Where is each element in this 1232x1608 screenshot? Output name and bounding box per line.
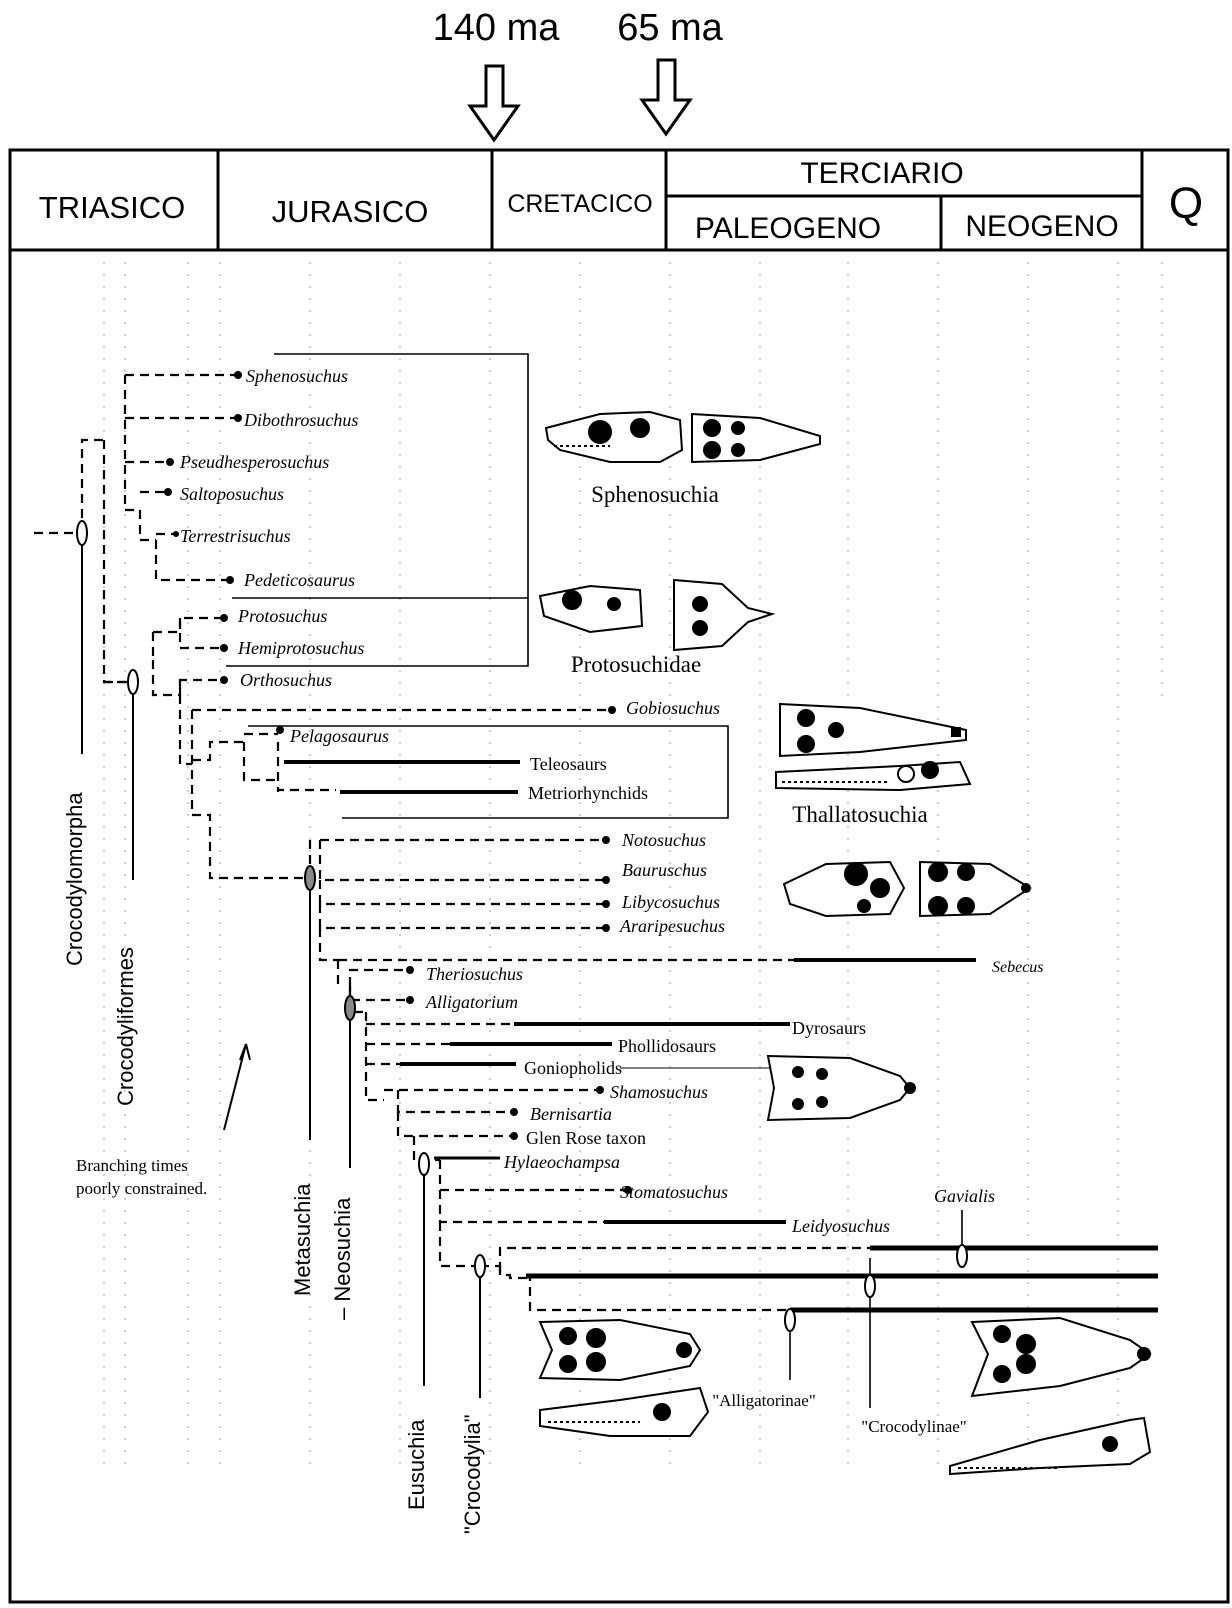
group-sphenosuchia: Sphenosuchia: [591, 482, 719, 507]
time-gridlines: [103, 262, 1163, 1470]
node-gavialis: [956, 1244, 968, 1268]
notosuchian-skull-lateral-icon: [782, 860, 906, 918]
crocodyline-skull-dorsal-icon: [970, 1316, 1152, 1398]
marker-65ma-label: 65 ma: [617, 7, 723, 49]
goniopholid-skull-dorsal-icon: [766, 1054, 916, 1122]
taxon-hemiprotosuchus: Hemiprotosuchus: [237, 638, 364, 658]
crocodyline-skull-lateral-icon: [949, 1416, 1152, 1476]
node-neosuchia: [344, 995, 356, 1021]
protosuchidae-skull-lateral-icon: [538, 584, 644, 634]
clade-nodes: [76, 520, 968, 1332]
taxon-bernisartia: Bernisartia: [530, 1104, 612, 1124]
taxon-araripesuchus: Araripesuchus: [619, 916, 725, 936]
down-arrow-140-icon: [467, 64, 521, 143]
taxon-orthosuchus: Orthosuchus: [240, 670, 332, 690]
thallatosuchia-skull-lateral-icon: [775, 760, 972, 792]
taxon-notosuchus: Notosuchus: [621, 830, 706, 850]
taxon-pelagosaurus: Pelagosaurus: [289, 726, 389, 746]
thallatosuchia-skull-dorsal-icon: [779, 702, 967, 758]
node-eusuchia: [418, 1152, 430, 1176]
taxon-alligatorium: Alligatorium: [425, 992, 518, 1012]
taxon-gavialis: Gavialis: [934, 1186, 995, 1206]
clade-metasuchia: Metasuchia: [290, 1183, 315, 1296]
clade-labels: Crocodylomorpha Crocodyliformes Metasuch…: [62, 792, 485, 1534]
taxon-gobiosuchus: Gobiosuchus: [626, 698, 720, 718]
taxon-dyrosaurs: Dyrosaurs: [792, 1018, 866, 1038]
taxon-pseudhesperosuchus: Pseudhesperosuchus: [179, 452, 329, 472]
taxon-hylaeochampsa: Hylaeochampsa: [503, 1152, 620, 1172]
clade-crocodyliformes: Crocodyliformes: [113, 947, 138, 1106]
taxon-sphenosuchus: Sphenosuchus: [246, 366, 348, 386]
taxon-dibothrosuchus: Dibothrosuchus: [243, 410, 358, 430]
taxon-protosuchus: Protosuchus: [237, 606, 327, 626]
terminal-dots: [164, 371, 632, 1194]
time-markers: 140 ma 65 ma: [433, 7, 724, 143]
down-arrow-65-icon: [639, 58, 693, 137]
taxon-goniopholids: Goniopholids: [524, 1058, 622, 1078]
period-terciario: TERCIARIO: [800, 157, 963, 190]
node-metasuchia: [304, 865, 316, 891]
clade-crocodylomorpha: Crocodylomorpha: [62, 792, 87, 966]
node-crocodyliformes: [127, 669, 139, 695]
taxon-metriorhynchids: Metriorhynchids: [528, 783, 648, 803]
group-thallatosuchia: Thallatosuchia: [792, 802, 927, 827]
branching-note: Branching times poorly constrained.: [76, 1156, 207, 1198]
taxon-bauruschus: Bauruschus: [622, 860, 707, 880]
notosuchian-skull-dorsal-icon: [919, 860, 1032, 918]
sphenosuchia-skull-lateral-icon: [544, 410, 684, 463]
cladogram-solid-ranges: [81, 353, 1158, 1408]
group-labels: Sphenosuchia Protosuchidae Thallatosuchi…: [571, 482, 967, 1436]
note-line-2: poorly constrained.: [76, 1179, 207, 1198]
taxon-phollidosaurs: Phollidosaurs: [618, 1036, 716, 1056]
protosuchidae-skull-dorsal-icon: [673, 578, 776, 652]
marker-140ma-label: 140 ma: [433, 7, 561, 49]
group-alligatorinae: "Alligatorinae": [712, 1391, 816, 1410]
period-paleogeno: PALEOGENO: [695, 212, 881, 245]
taxon-teleosaurs: Teleosaurs: [530, 754, 607, 774]
taxon-shamosuchus: Shamosuchus: [610, 1082, 708, 1102]
sphenosuchia-skull-dorsal-icon: [691, 412, 821, 464]
taxon-libycosuchus: Libycosuchus: [621, 892, 720, 912]
period-cretacico: CRETACICO: [507, 190, 652, 218]
taxon-labels: Sphenosuchus Dibothrosuchus Pseudhespero…: [179, 366, 1044, 1236]
note-line-1: Branching times: [76, 1156, 188, 1175]
skull-illustrations: [538, 410, 1152, 1476]
cladogram-dashed-branches: [34, 373, 870, 1312]
frame: [8, 148, 1230, 1604]
taxon-saltoposuchus: Saltoposuchus: [180, 484, 284, 504]
clade-eusuchia: Eusuchia: [404, 1419, 429, 1510]
period-jurasico: JURASICO: [272, 194, 429, 229]
group-protosuchidae: Protosuchidae: [571, 652, 701, 677]
node-alligatorinae: [784, 1308, 796, 1332]
taxon-pedeticosaurus: Pedeticosaurus: [243, 570, 355, 590]
taxon-stomatosuchus: Stomatosuchus: [620, 1182, 728, 1202]
period-triasico: TRIASICO: [39, 190, 185, 225]
taxon-theriosuchus: Theriosuchus: [426, 964, 523, 984]
taxon-leidyosuchus: Leidyosuchus: [791, 1216, 890, 1236]
alligatorine-skull-dorsal-icon: [538, 1318, 702, 1382]
group-crocodylinae: "Crocodylinae": [861, 1417, 966, 1436]
node-crocodylomorpha: [76, 520, 88, 546]
alligatorine-skull-lateral-icon: [539, 1386, 710, 1437]
period-q: Q: [1169, 179, 1203, 228]
node-crocodylinae: [864, 1274, 876, 1298]
node-crocodylia: [474, 1254, 486, 1278]
taxon-terrestrisuchus: Terrestrisuchus: [180, 526, 291, 546]
period-header: TRIASICO JURASICO CRETACICO TERCIARIO PA…: [8, 148, 1230, 1604]
period-neogeno: NEOGENO: [965, 210, 1118, 243]
clade-crocodylia: "Crocodylia": [460, 1414, 485, 1534]
clade-neosuchia: – Neosuchia: [330, 1197, 355, 1320]
taxon-glen-rose: Glen Rose taxon: [526, 1128, 646, 1148]
taxon-sebecus: Sebecus: [992, 959, 1044, 976]
